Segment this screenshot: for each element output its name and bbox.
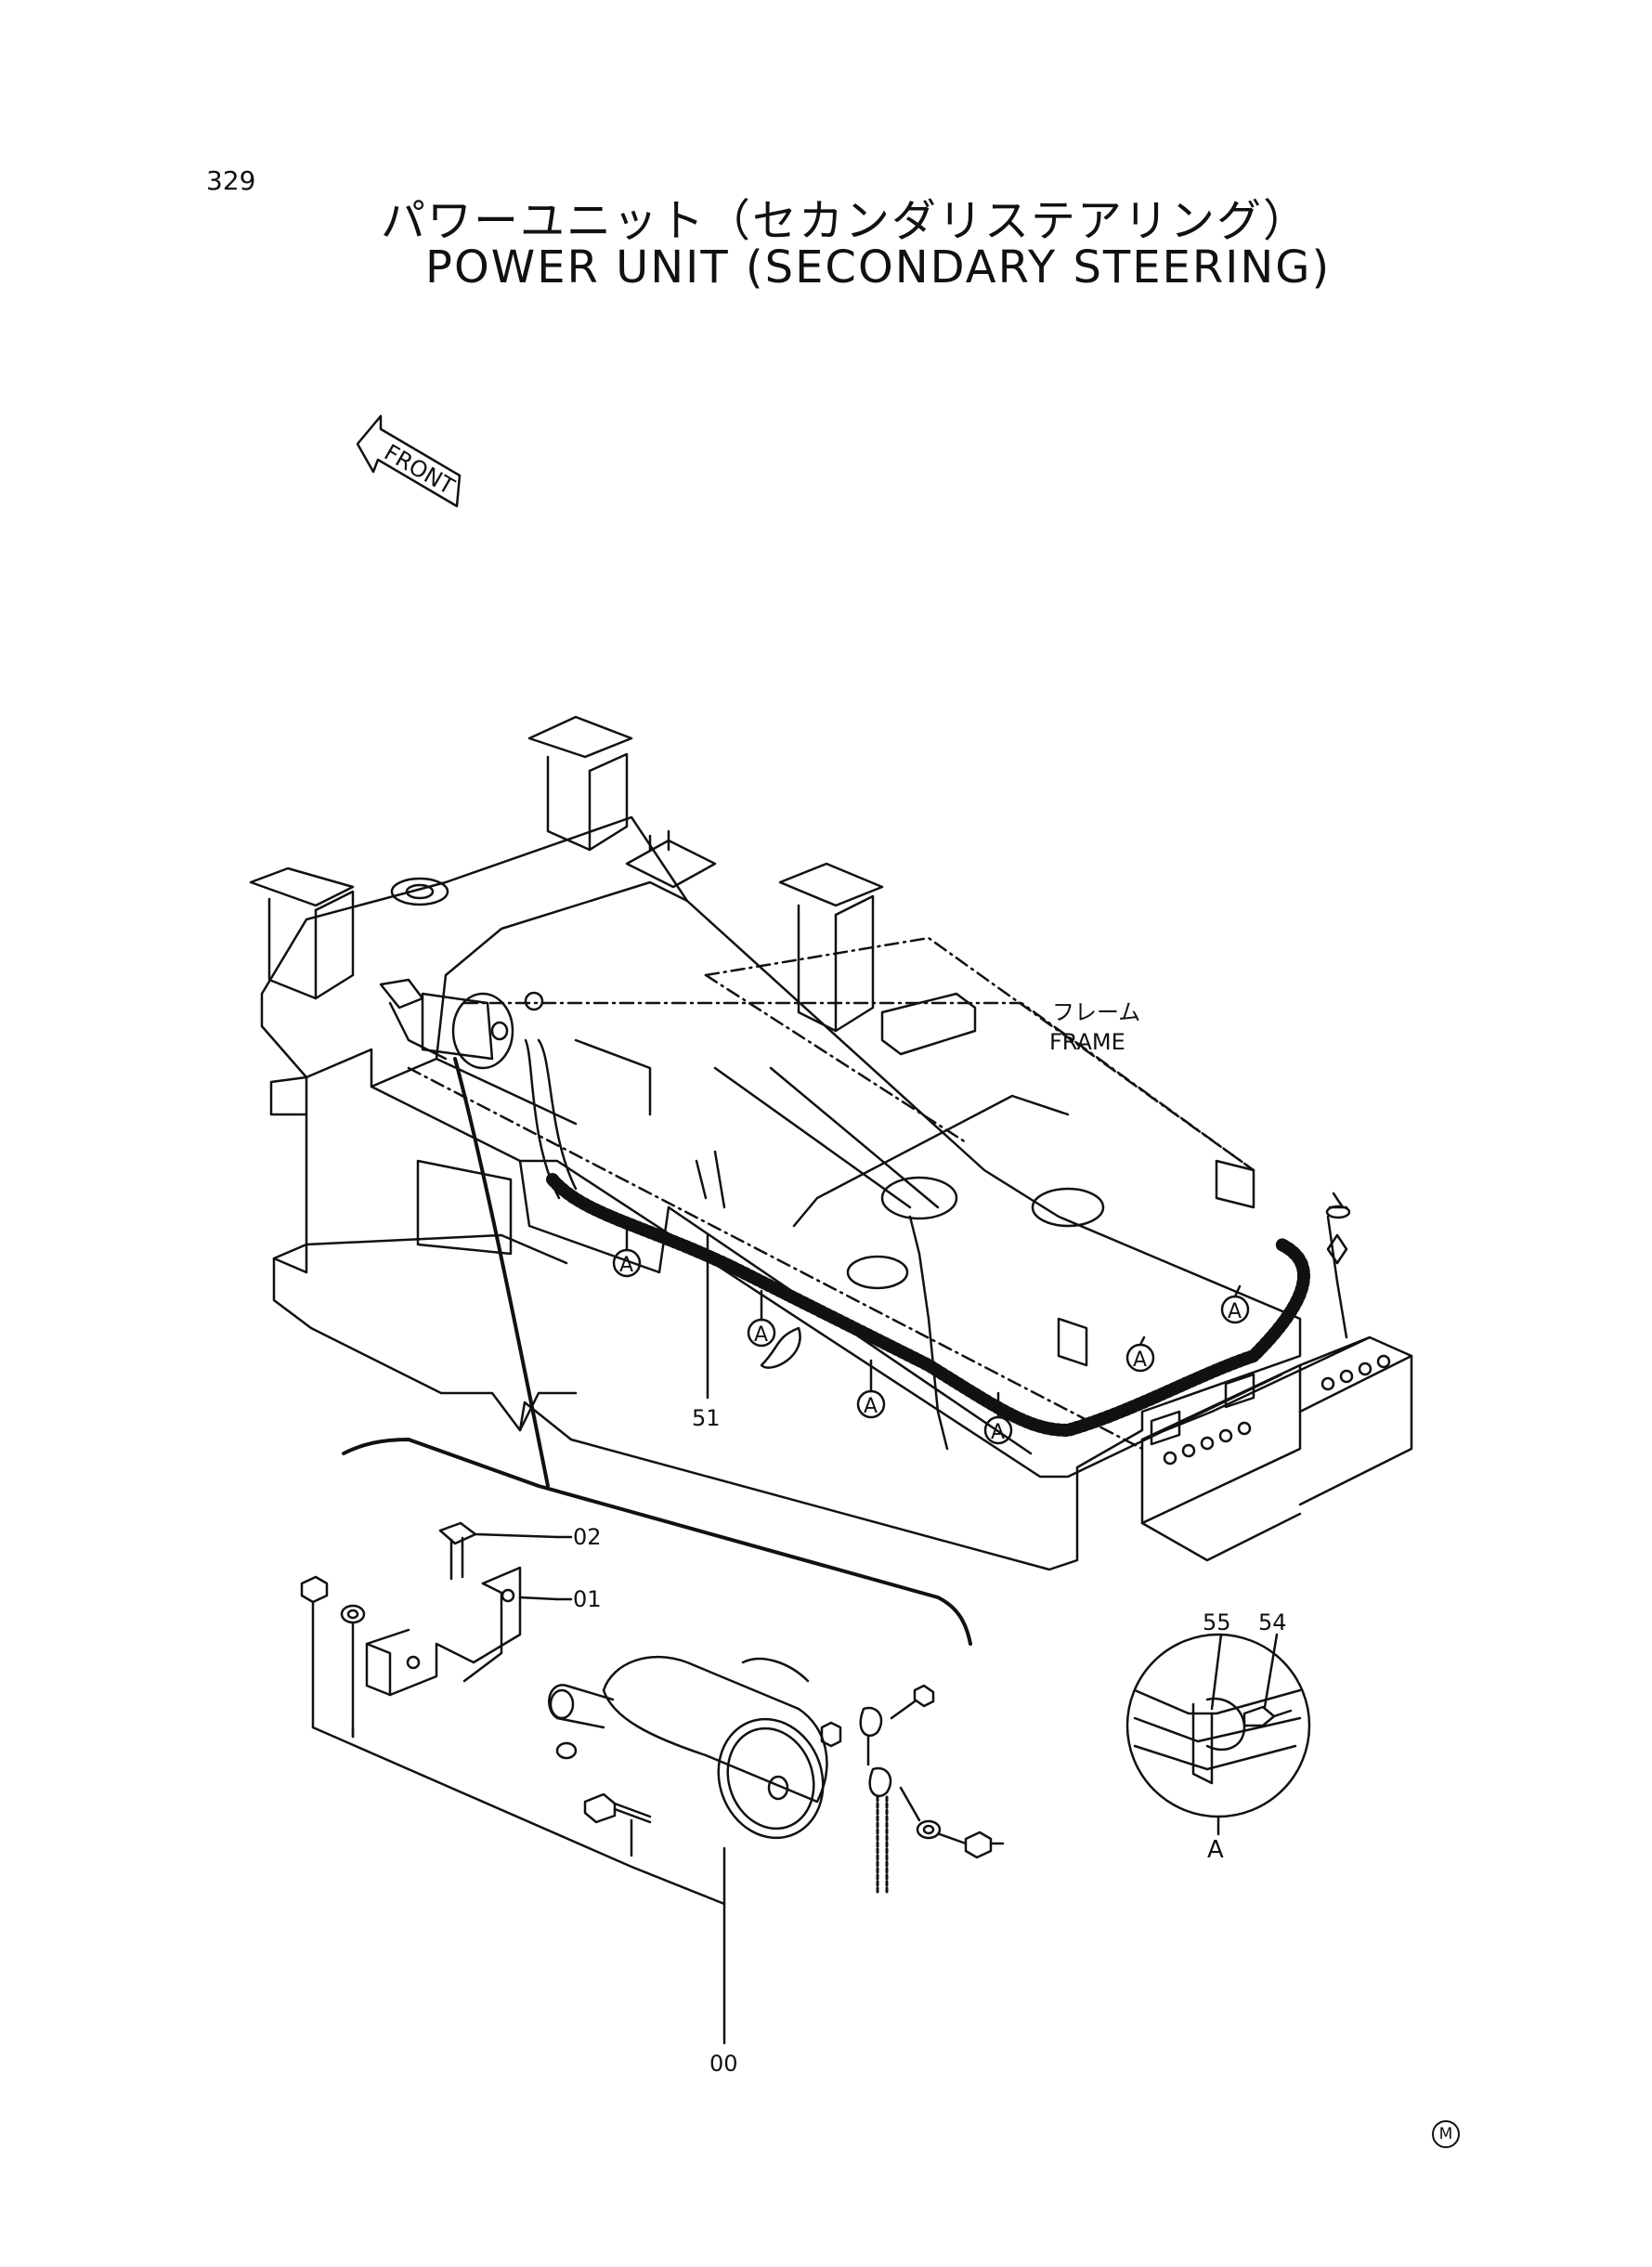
detail-view-label: A [1207, 1836, 1224, 1864]
detail-leader [453, 1057, 550, 1488]
part-number-54: 54 [1258, 1609, 1287, 1635]
frame-label-en: FRAME [1049, 1029, 1125, 1055]
callout-a-5: A [1133, 1348, 1147, 1372]
detail-bracket [342, 1438, 972, 1646]
part-number-51: 51 [692, 1405, 721, 1431]
title-japanese: パワーユニット（セカンダリステアリング） [381, 195, 1310, 247]
part-number-55: 55 [1203, 1609, 1231, 1635]
callout-a-2: A [754, 1323, 768, 1347]
part-number-00: 00 [709, 2051, 738, 2077]
title-english: POWER UNIT (SECONDARY STEERING) [425, 241, 1332, 293]
frame-drawing [260, 815, 1302, 1571]
frame-pillars [249, 715, 1255, 1367]
wiring-harness [546, 1173, 1351, 1451]
frame-label-jp: フレーム [1052, 999, 1140, 1025]
callout-a-4: A [991, 1421, 1005, 1444]
callout-markers: A A A A A A [612, 1224, 1250, 1445]
part-number-02: 02 [573, 1524, 602, 1550]
callout-a-1: A [619, 1254, 633, 1277]
callout-a-3: A [864, 1395, 878, 1418]
detail-view-a [1125, 1633, 1311, 1836]
page-number: 329 [206, 165, 256, 196]
front-label: FRONT [380, 439, 459, 500]
batteries [1140, 1335, 1413, 1562]
corner-mark: M [1432, 2120, 1460, 2148]
part-number-01: 01 [573, 1586, 602, 1612]
secondary-steering-motor-installed [379, 978, 578, 1200]
exploded-motor-assembly [300, 1521, 1005, 2045]
callout-a-6: A [1228, 1300, 1242, 1323]
front-arrow-icon: FRONT [356, 414, 462, 508]
